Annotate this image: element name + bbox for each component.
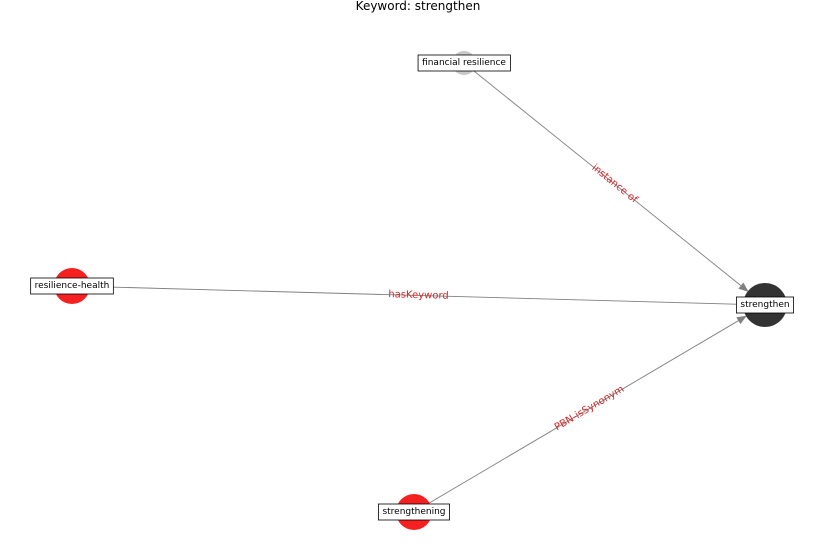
edge-financial-resilience-strengthen <box>463 62 749 292</box>
node-label: strengthen <box>740 300 789 310</box>
edge-resilience-health-strengthen <box>71 285 766 306</box>
node-label-box <box>378 503 450 521</box>
edge-label-financial-resilience-strengthen: instance of <box>590 162 640 205</box>
node-label-box <box>30 277 114 295</box>
node-label: strengthening <box>382 507 445 517</box>
node-resilience-health[interactable]: resilience-health <box>30 268 114 304</box>
edge-strengthening-strengthen <box>413 315 747 513</box>
node-label-box <box>736 296 794 314</box>
edge-label-strengthening-strengthen: PBN-isSynonym <box>553 384 626 433</box>
node-label: financial resilience <box>422 58 506 68</box>
edges-layer <box>71 62 766 513</box>
node-label: resilience-health <box>35 281 110 291</box>
graph-title: Keyword: strengthen <box>356 0 481 13</box>
node-label-box <box>417 54 511 72</box>
node-strengthening[interactable]: strengthening <box>378 494 450 530</box>
edge-label-resilience-health-strengthen: hasKeyword <box>388 289 449 302</box>
nodes-layer: financial resilience resilience-health str… <box>30 51 794 530</box>
node-financial-resilience[interactable]: financial resilience <box>417 51 511 75</box>
node-strengthen[interactable]: strengthen <box>736 283 794 327</box>
